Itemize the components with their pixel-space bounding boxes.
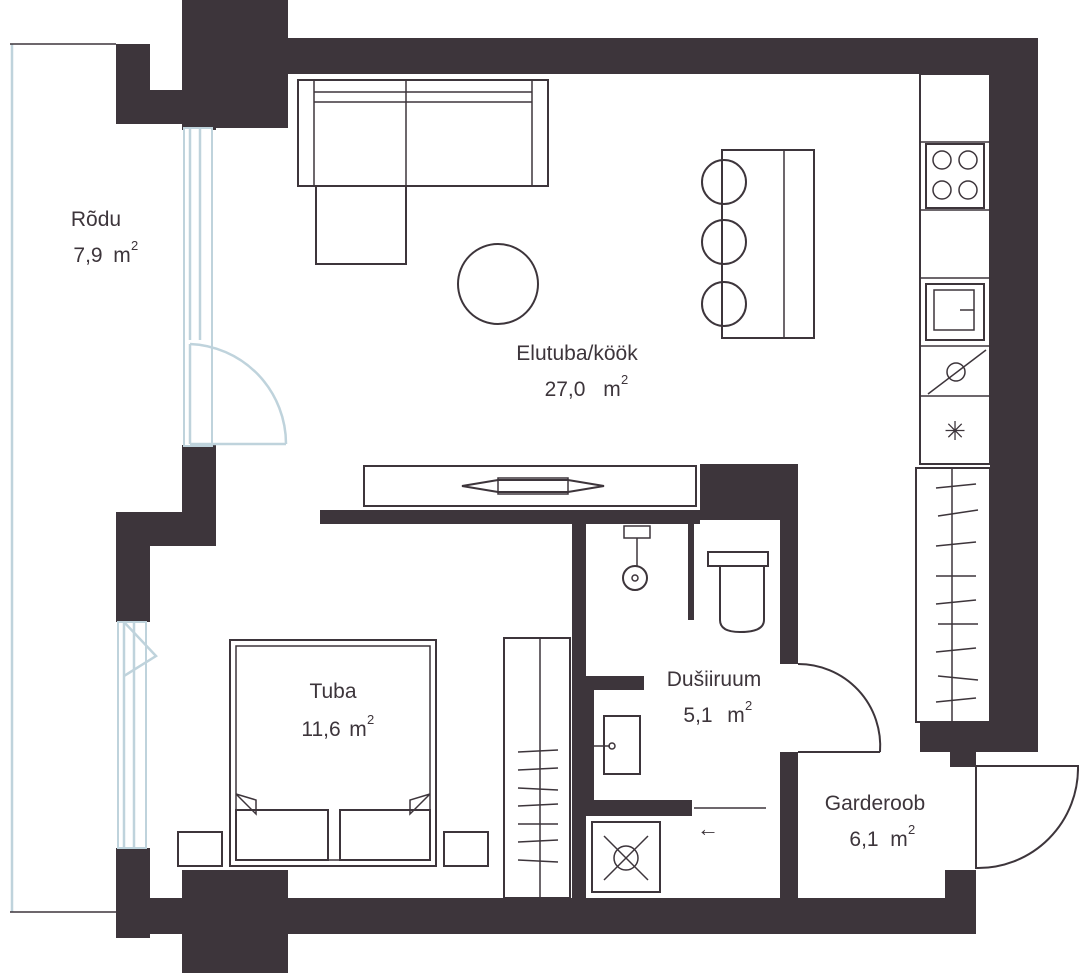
label-wardrobe: Garderoob 6,1 m 2 [825, 792, 925, 851]
room-unit-exp: 2 [621, 372, 628, 387]
room-unit: m [349, 718, 367, 741]
room-area: 11,6 [301, 718, 340, 741]
room-unit: m [603, 378, 621, 401]
entrance-arrow-icon: ← [697, 816, 719, 841]
stove [925, 143, 985, 209]
round-table [457, 243, 539, 325]
nightstand-left [177, 831, 223, 867]
kitchen-island [701, 149, 815, 339]
room-unit: m [727, 704, 745, 727]
room-area: 7,9 [73, 244, 102, 267]
label-living: Elutuba/köök 27,0 m 2 [516, 342, 638, 401]
room-unit: m [890, 828, 908, 851]
sofa [297, 79, 549, 265]
room-name: Garderoob [825, 792, 925, 815]
washing-machine [591, 821, 661, 893]
room-unit-exp: 2 [908, 822, 915, 837]
washbasin [594, 715, 641, 775]
room-name: Dušiiruum [667, 668, 762, 691]
bathroom-door[interactable] [797, 662, 882, 753]
oven [925, 283, 985, 341]
room-area: 5,1 [683, 704, 712, 727]
room-unit: m [113, 244, 131, 267]
entrance-door[interactable] [975, 765, 1079, 870]
window-bedroom [117, 621, 147, 849]
label-bathroom: Dušiiruum 5,1 m 2 [667, 668, 762, 727]
room-unit-exp: 2 [131, 238, 138, 253]
room-area: 27,0 [545, 378, 586, 401]
room-name: Rõdu [71, 208, 121, 231]
shower [622, 525, 651, 591]
room-name: Tuba [309, 680, 356, 703]
room-unit-exp: 2 [745, 698, 752, 713]
balcony-railing [10, 43, 116, 913]
label-bedroom: Tuba 11,6 m 2 [301, 680, 374, 741]
kitchen-counter [919, 73, 991, 465]
room-area: 6,1 [849, 828, 878, 851]
room-name: Elutuba/köök [516, 342, 638, 365]
label-balcony: Rõdu 7,9 m 2 [71, 208, 138, 267]
hall-wardrobe [915, 467, 991, 723]
room-unit-exp: 2 [367, 712, 374, 727]
tv-stand [363, 465, 697, 507]
balcony-door[interactable] [188, 342, 288, 446]
freezer-icon: ✳ [944, 416, 966, 446]
toilet [707, 551, 769, 634]
bedroom-wardrobe [503, 637, 571, 899]
bedroom-window-door[interactable] [123, 621, 158, 678]
boiler-box [727, 493, 769, 519]
bed [229, 639, 437, 867]
interior-walls [320, 464, 798, 902]
window-living [183, 127, 213, 447]
dishwasher [927, 349, 987, 395]
nightstand-right [443, 831, 489, 867]
